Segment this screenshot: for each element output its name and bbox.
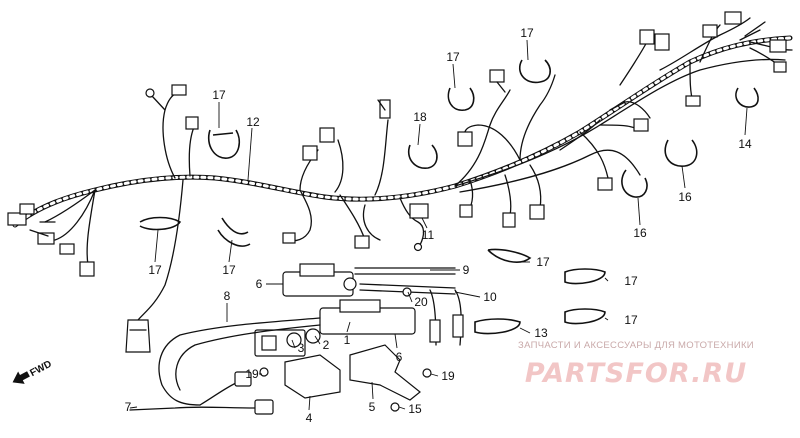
callout-6: 6	[396, 350, 403, 364]
center-branches	[282, 11, 793, 252]
callout-2: 2	[323, 338, 330, 352]
leader-lines	[129, 39, 748, 411]
callout-17: 17	[148, 263, 162, 277]
callout-15: 15	[408, 402, 422, 416]
callout-6: 6	[256, 277, 263, 291]
callout-16: 16	[678, 190, 692, 204]
fwd-arrow: FWD	[12, 359, 54, 384]
callout-7: 7	[125, 400, 132, 414]
fwd-arrow-icon	[12, 371, 30, 384]
callout-11: 11	[422, 228, 435, 242]
left-connectors	[7, 84, 199, 353]
callout-10: 10	[483, 290, 497, 304]
callout-17: 17	[520, 26, 534, 40]
callout-20: 20	[414, 295, 428, 309]
callout-5: 5	[369, 400, 376, 414]
fwd-label: FWD	[28, 359, 53, 379]
callout-19: 19	[245, 367, 259, 381]
callout-18: 18	[413, 110, 427, 124]
callout-1: 1	[344, 333, 351, 347]
callout-17: 17	[446, 50, 460, 64]
callout-9: 9	[463, 263, 470, 277]
callout-17: 17	[222, 263, 236, 277]
watermark-logo: PARTSFOR.RU	[525, 358, 747, 389]
callout-4: 4	[306, 411, 313, 425]
watermark-tagline: ЗАПЧАСТИ И АКСЕССУАРЫ ДЛЯ МОТОТЕХНИКИ	[518, 340, 754, 351]
main-harness	[12, 35, 793, 228]
callout-17: 17	[624, 274, 638, 288]
callout-13: 13	[534, 326, 548, 340]
callout-16: 16	[633, 226, 647, 240]
callout-19: 19	[441, 369, 455, 383]
callout-3: 3	[298, 341, 305, 355]
callout-12: 12	[246, 115, 260, 129]
watermark: ЗАПЧАСТИ И АКСЕССУАРЫ ДЛЯ МОТОТЕХНИКИ PA…	[518, 340, 754, 389]
harness-clamps	[139, 59, 759, 335]
callout-8: 8	[224, 289, 231, 303]
callout-14: 14	[738, 137, 752, 151]
callout-labels: 17 17 17 18 17 12 14 16 16 11 17 17 9 17…	[125, 26, 752, 425]
callout-17: 17	[624, 313, 638, 327]
ignition-coils	[129, 263, 464, 415]
callout-17: 17	[536, 255, 550, 269]
callout-17: 17	[212, 88, 226, 102]
